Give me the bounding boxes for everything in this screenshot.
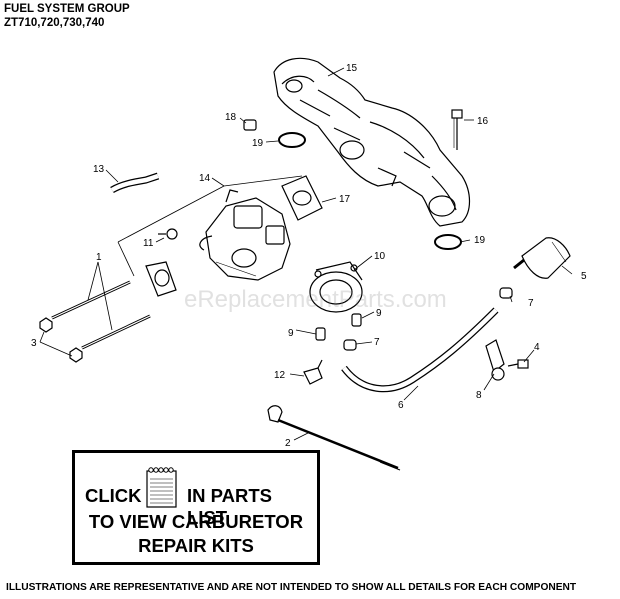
callout-18: 18 xyxy=(225,112,237,123)
plug-fitting[interactable] xyxy=(243,119,257,131)
repair-kits-text: REPAIR KITS xyxy=(138,535,254,556)
diagram-title: FUEL SYSTEM GROUP xyxy=(4,3,130,15)
callout-2: 2 xyxy=(285,438,291,449)
manifold-bolt[interactable] xyxy=(451,109,463,150)
o-ring-upper[interactable] xyxy=(278,132,306,148)
callout-9-left: 9 xyxy=(288,328,294,339)
callout-14: 14 xyxy=(199,173,211,184)
line-bracket[interactable] xyxy=(485,339,505,381)
intake-manifold[interactable] xyxy=(273,57,471,227)
fuel-line[interactable] xyxy=(341,307,499,393)
callout-3: 3 xyxy=(31,338,37,349)
callout-9-right: 9 xyxy=(376,308,382,319)
bracket-screw[interactable] xyxy=(507,359,529,369)
pump-fittings[interactable] xyxy=(315,313,362,341)
carb-screw[interactable] xyxy=(158,228,178,240)
o-ring-lower[interactable] xyxy=(434,234,462,250)
parts-list-icon[interactable] xyxy=(145,465,178,509)
callout-12: 12 xyxy=(274,370,286,381)
fuel-filter[interactable] xyxy=(513,237,571,279)
model-list: ZT710,720,730,740 xyxy=(4,17,105,29)
callout-19-lower: 19 xyxy=(474,235,486,246)
carburetor-gasket[interactable] xyxy=(281,175,323,221)
disclaimer-footer: ILLUSTRATIONS ARE REPRESENTATIVE AND ARE… xyxy=(6,582,577,593)
callout-8: 8 xyxy=(476,390,482,401)
watermark: eReplacementParts.com xyxy=(184,286,447,313)
click-word: CLICK xyxy=(85,485,142,506)
title-block: FUEL SYSTEM GROUP ZT710,720,730,740 xyxy=(4,2,130,30)
carburetor-repair-kits-link[interactable]: CLICK IN PARTS LIST TO VIEW CARBURETOR R… xyxy=(72,450,320,565)
hose-clamps[interactable] xyxy=(343,287,513,351)
callout-17: 17 xyxy=(339,194,351,205)
carburetor-spacer[interactable] xyxy=(145,261,177,297)
stud-nuts[interactable] xyxy=(39,317,83,363)
elbow-fitting[interactable] xyxy=(303,359,323,385)
callout-6: 6 xyxy=(398,400,404,411)
click-rest-text: IN PARTS LIST xyxy=(187,485,272,528)
mounting-studs[interactable] xyxy=(51,280,151,350)
dipstick-tube[interactable] xyxy=(267,405,401,471)
callout-7-upper: 7 xyxy=(528,298,534,309)
callout-4: 4 xyxy=(534,342,540,353)
carburetor-text: TO VIEW CARBURETOR xyxy=(88,511,304,532)
callout-15: 15 xyxy=(346,63,358,74)
callout-1: 1 xyxy=(96,252,102,263)
fuel-pump[interactable] xyxy=(309,261,363,313)
carburetor[interactable] xyxy=(199,189,291,281)
callout-13: 13 xyxy=(93,164,105,175)
callout-16: 16 xyxy=(477,116,489,127)
callout-5: 5 xyxy=(581,271,587,282)
callout-11: 11 xyxy=(143,238,154,249)
vent-hose[interactable] xyxy=(110,172,160,194)
callout-19-upper: 19 xyxy=(252,138,264,149)
callout-10: 10 xyxy=(374,251,386,262)
callout-7-lower: 7 xyxy=(374,337,380,348)
